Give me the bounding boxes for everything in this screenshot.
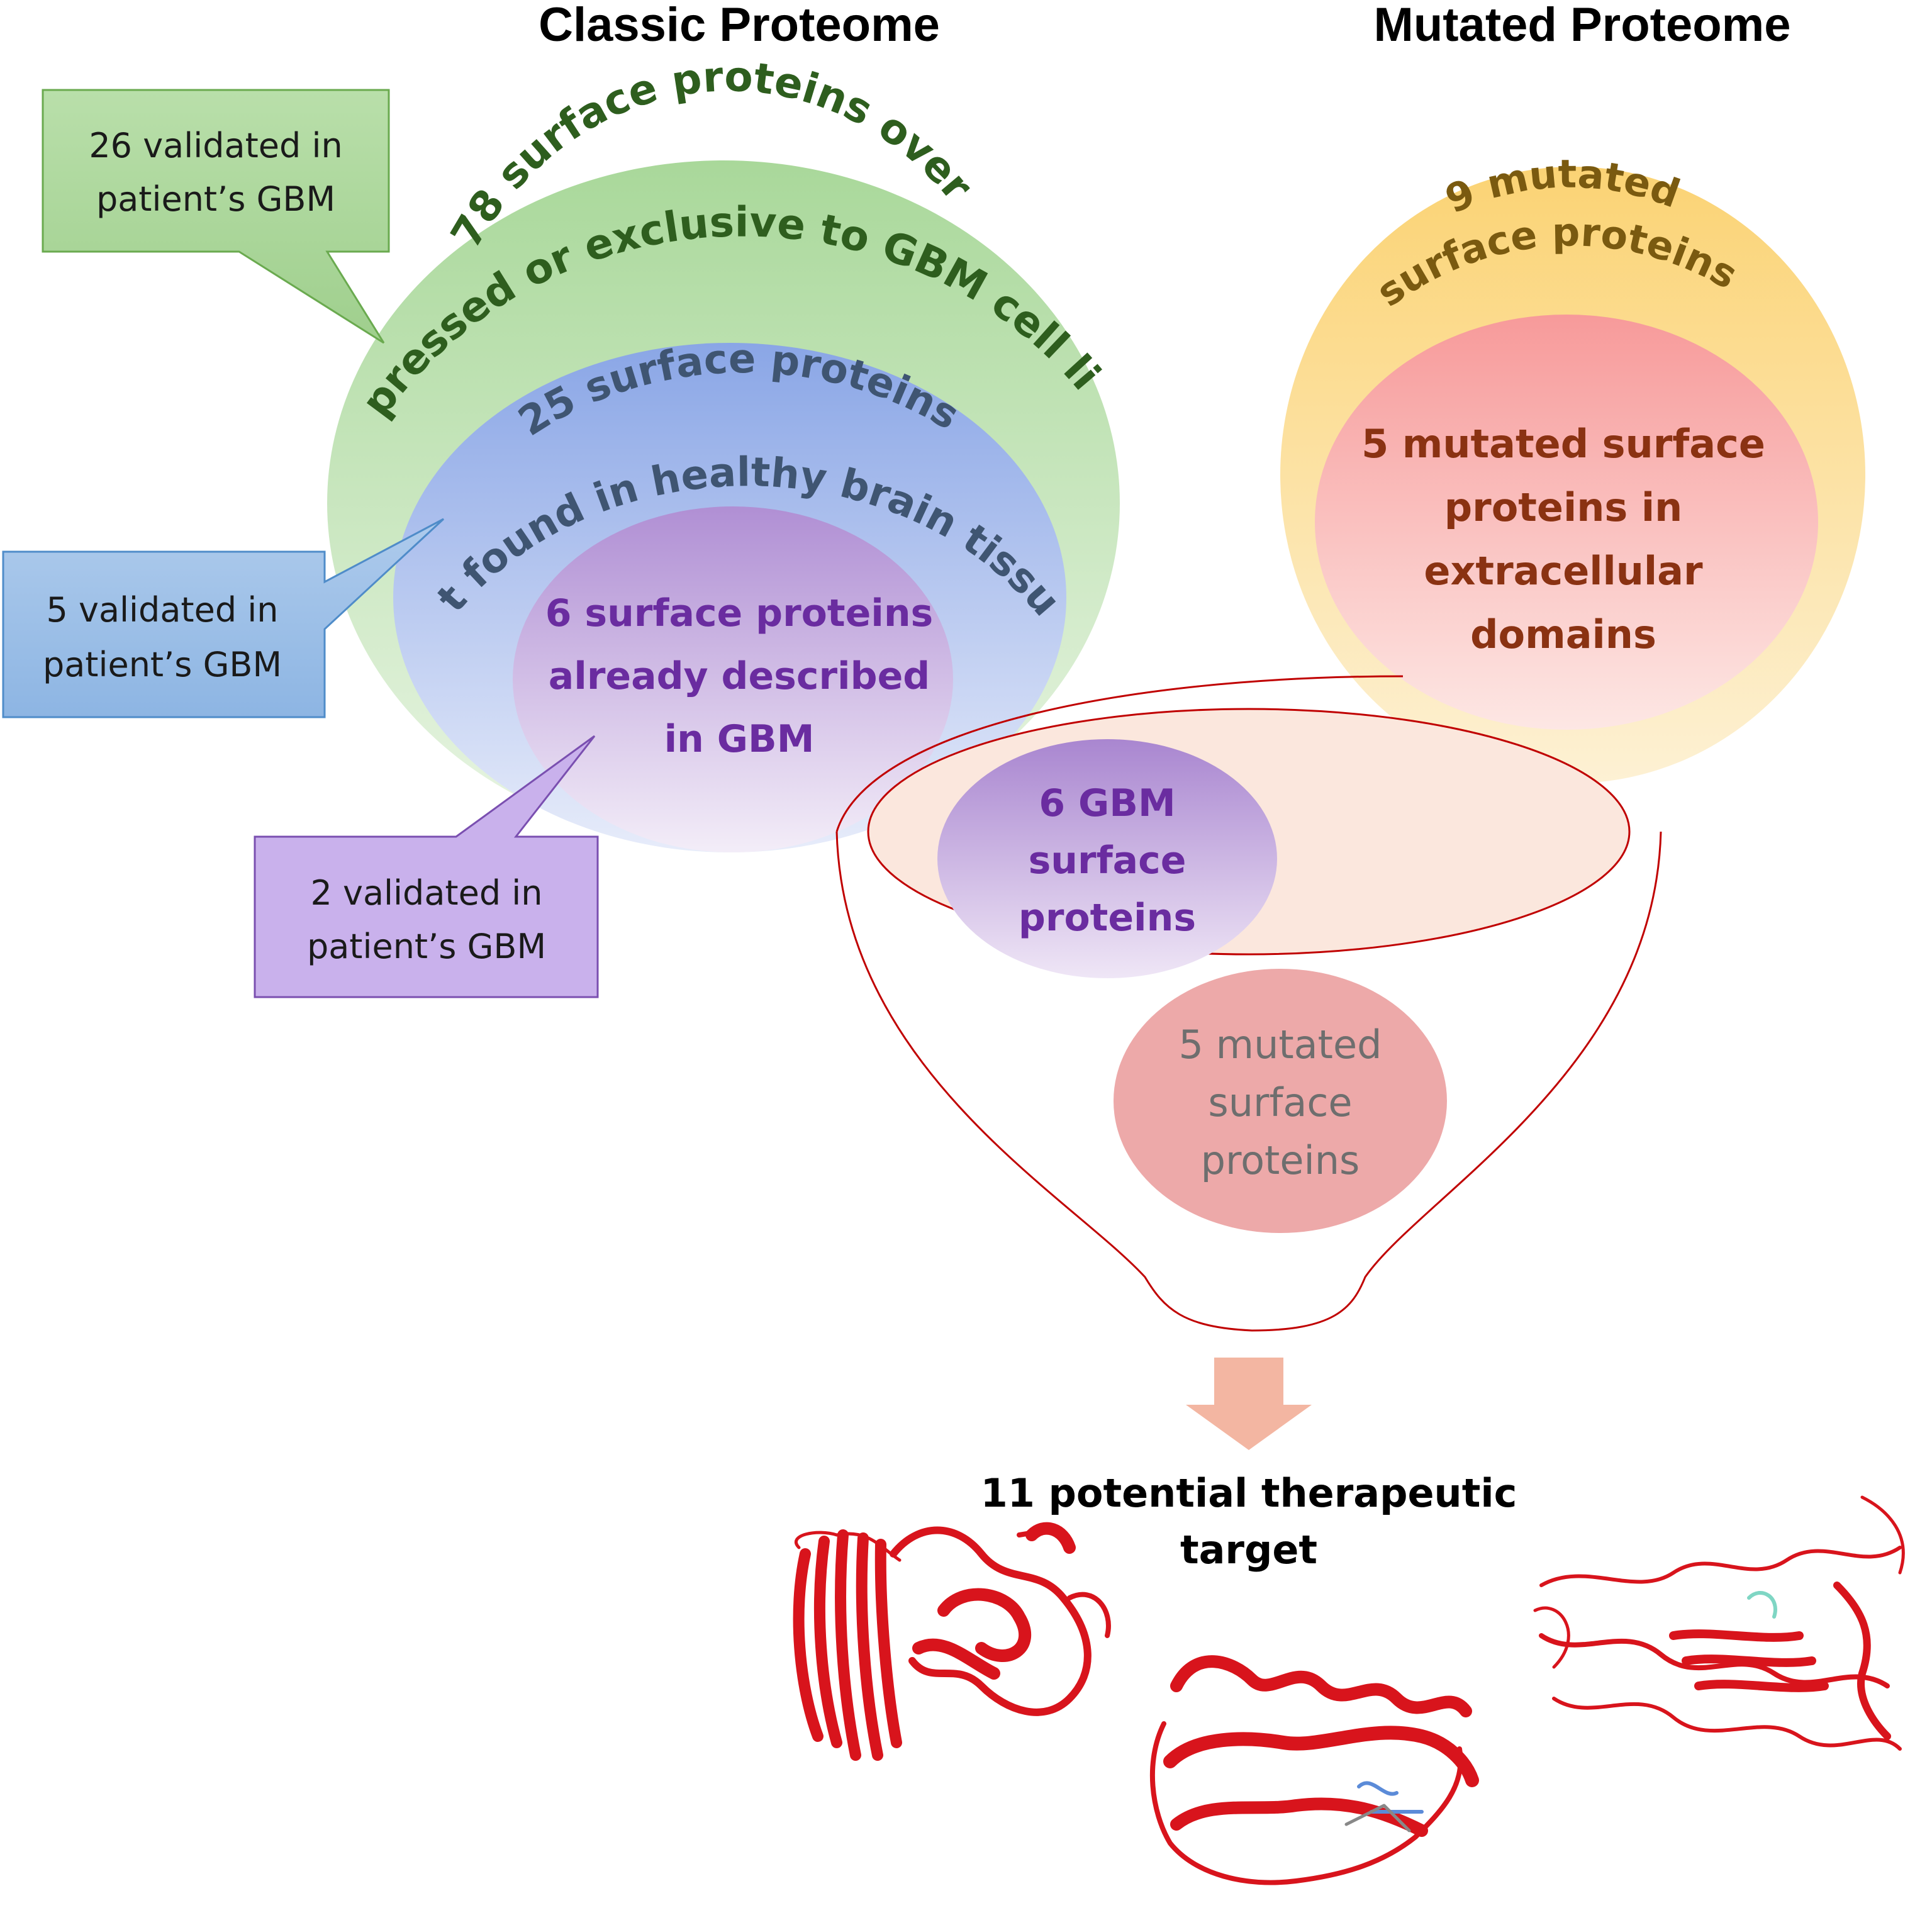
purple-circle-label-2: already described <box>549 654 930 698</box>
funnel-pink-label-3: proteins <box>1201 1137 1360 1183</box>
funnel-outline <box>835 831 1662 1332</box>
protein-structure-icon <box>793 1522 1111 1761</box>
funnel-purple-label-3: proteins <box>1019 896 1196 940</box>
result-label-1: 11 potential therapeutic <box>981 1470 1517 1516</box>
purple-circle-label-3: in GBM <box>664 717 815 761</box>
funnel-back-rim <box>835 675 1404 832</box>
funnel-pink-oval <box>1114 969 1447 1233</box>
purple-circle <box>513 506 953 852</box>
protein-structure-icon <box>1533 1495 1905 1751</box>
funnel-purple-oval <box>937 739 1277 978</box>
callout-purple <box>254 735 599 998</box>
callout-purple-label-1: 2 validated in <box>310 873 542 913</box>
funnel-purple-label-2: surface <box>1029 839 1187 883</box>
callout-purple-label-2: patient’s GBM <box>307 927 546 966</box>
red-circle <box>1315 315 1818 730</box>
callout-blue <box>2 518 445 718</box>
red-circle-label-2: proteins in <box>1444 484 1683 530</box>
result-label-2: target <box>1180 1527 1317 1573</box>
title-mutated-proteome: Mutated Proteome <box>1374 0 1791 52</box>
red-circle-label-4: domains <box>1470 611 1656 657</box>
arrow-down-icon <box>1186 1358 1312 1450</box>
red-circle-label-3: extracellular <box>1424 548 1703 594</box>
funnel-pink-label-1: 5 mutated <box>1179 1022 1382 1068</box>
callout-green-label-2: patient’s GBM <box>96 179 335 219</box>
title-classic-proteome: Classic Proteome <box>539 0 940 52</box>
funnel-purple-label-1: 6 GBM <box>1039 781 1175 825</box>
callout-green <box>42 89 390 344</box>
funnel-pink-label-2: surface <box>1208 1080 1352 1125</box>
callout-green-label-1: 26 validated in <box>89 126 342 165</box>
callout-blue-label-1: 5 validated in <box>46 590 278 630</box>
callout-blue-label-2: patient’s GBM <box>43 645 282 684</box>
purple-circle-label-1: 6 surface proteins <box>545 591 934 635</box>
red-circle-label-1: 5 mutated surface <box>1361 421 1765 467</box>
protein-structure-icon <box>1149 1655 1479 1885</box>
